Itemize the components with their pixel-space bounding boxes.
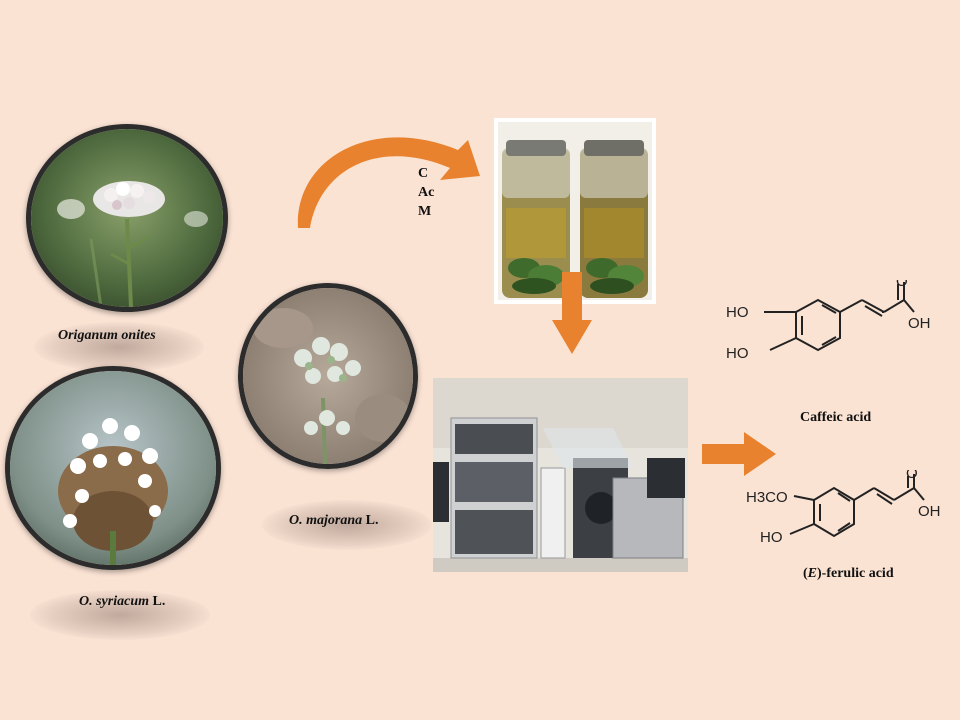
ferulic-acid-structure: H3CO HO O OH bbox=[730, 470, 944, 560]
jar-right bbox=[580, 140, 648, 298]
atom-oh: OH bbox=[918, 503, 941, 520]
atom-oh: OH bbox=[908, 315, 931, 332]
origanum-syriacum-photo bbox=[5, 366, 221, 570]
atom-ho-1: HO bbox=[726, 304, 749, 321]
plant-label-syriacum: O. syriacum L. bbox=[79, 594, 166, 609]
origanum-onites-photo bbox=[26, 124, 228, 312]
hplc-instrument-photo bbox=[433, 378, 688, 572]
solvent-methanol: M bbox=[418, 204, 432, 219]
atom-ho: HO bbox=[760, 529, 783, 546]
plant-label-majorana: O. majorana L. bbox=[289, 513, 379, 528]
atom-o: O bbox=[896, 280, 908, 290]
right-arrow-icon bbox=[702, 432, 776, 476]
solvent-chloroform: C bbox=[418, 166, 429, 181]
atom-ho-2: HO bbox=[726, 345, 749, 362]
caffeic-acid-structure: HO HO O OH bbox=[718, 280, 938, 380]
atom-o: O bbox=[906, 470, 918, 482]
solvent-list: C Ac M bbox=[418, 164, 434, 221]
curved-arrow-icon bbox=[297, 137, 480, 228]
jar-left bbox=[502, 140, 570, 298]
atom-h3co: H3CO bbox=[746, 489, 788, 506]
hplc-stack bbox=[450, 417, 538, 559]
ferulic-acid-label: (E)-ferulic acid bbox=[803, 566, 894, 581]
plant-label-onites: Origanum onites bbox=[58, 328, 156, 343]
origanum-majorana-photo bbox=[238, 283, 418, 469]
solvent-acetone: Ac bbox=[418, 185, 435, 200]
caffeic-acid-label: Caffeic acid bbox=[800, 410, 872, 425]
down-arrow-icon bbox=[552, 272, 592, 354]
extraction-jars-photo bbox=[494, 118, 656, 304]
